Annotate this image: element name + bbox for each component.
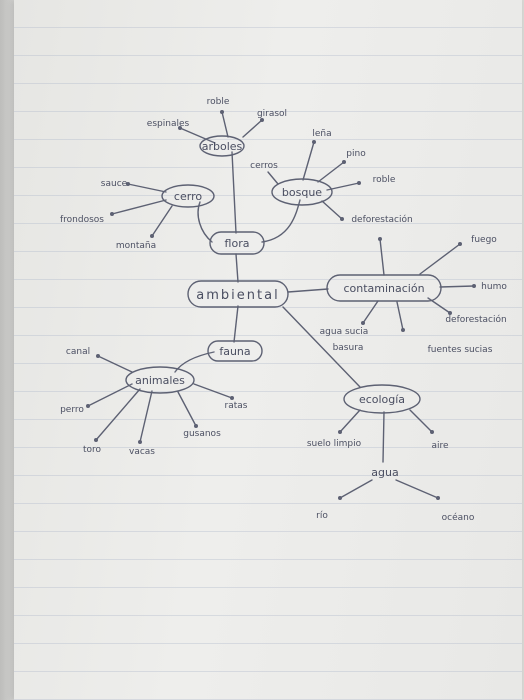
leaf-ratas: ratas — [225, 401, 248, 411]
photo-edge-shadow — [0, 0, 14, 700]
leaf-montana: montaña — [116, 241, 156, 251]
connectors — [87, 111, 475, 499]
leaf-fuentes-sucias: fuentes sucias — [428, 345, 493, 355]
agua-label: agua — [371, 466, 398, 479]
leaf-humo: humo — [481, 282, 507, 292]
animales-label: animales — [135, 374, 185, 387]
node-ecologia: ecología — [343, 384, 421, 414]
leaf-fuego: fuego — [471, 235, 497, 245]
notebook-page — [14, 0, 522, 700]
flora-label: flora — [225, 237, 250, 250]
node-contaminacion: contaminación — [326, 274, 442, 302]
leaf-deforestacion-bosque: deforestación — [351, 214, 412, 225]
leaf-roble-bosque: roble — [373, 175, 396, 185]
leaf-gusanos: gusanos — [183, 429, 221, 439]
node-agua: agua — [371, 466, 398, 479]
leaf-espinales: espinales — [147, 119, 190, 129]
leaf-agua-sucia: agua sucia — [320, 327, 369, 337]
leaf-deforestacion-contaminacion: deforestación — [445, 314, 506, 325]
node-flora: flora — [209, 231, 265, 255]
cerro-label: cerro — [174, 190, 202, 203]
bosque-label: bosque — [282, 186, 322, 199]
node-cerro: cerro — [161, 184, 215, 208]
leaf-pino: pino — [346, 149, 366, 159]
leaf-suelo-limpio: suelo limpio — [307, 439, 362, 449]
leaf-lena: leña — [312, 129, 331, 139]
leaf-roble-arboles: roble — [207, 97, 230, 107]
leaf-toro: toro — [83, 445, 102, 455]
leaf-aire: aire — [431, 441, 449, 451]
central-label: ambiental — [196, 288, 279, 303]
node-arboles: arboles — [199, 135, 245, 157]
contaminacion-label: contaminación — [343, 282, 424, 295]
node-central: ambiental — [187, 280, 289, 308]
leaf-basura: basura — [333, 343, 364, 353]
ecologia-label: ecología — [359, 393, 405, 406]
arboles-label: arboles — [202, 140, 243, 153]
arrowheads — [86, 110, 476, 500]
node-fauna: fauna — [207, 340, 263, 362]
node-animales: animales — [125, 366, 195, 394]
fauna-label: fauna — [219, 345, 250, 358]
leaf-perro: perro — [60, 405, 84, 415]
leaf-canal: canal — [66, 347, 90, 357]
leaf-vacas: vacas — [129, 447, 155, 457]
leaf-labels: espinales roble girasol sauce frondosos … — [60, 97, 507, 523]
leaf-sauce: sauce — [101, 179, 128, 189]
leaf-rio: río — [316, 511, 328, 521]
node-bosque: bosque — [271, 178, 333, 206]
leaf-oceano: océano — [442, 512, 475, 523]
leaf-frondosos: frondosos — [60, 215, 104, 225]
leaf-girasol: girasol — [257, 109, 287, 119]
leaf-cerros: cerros — [250, 161, 278, 171]
